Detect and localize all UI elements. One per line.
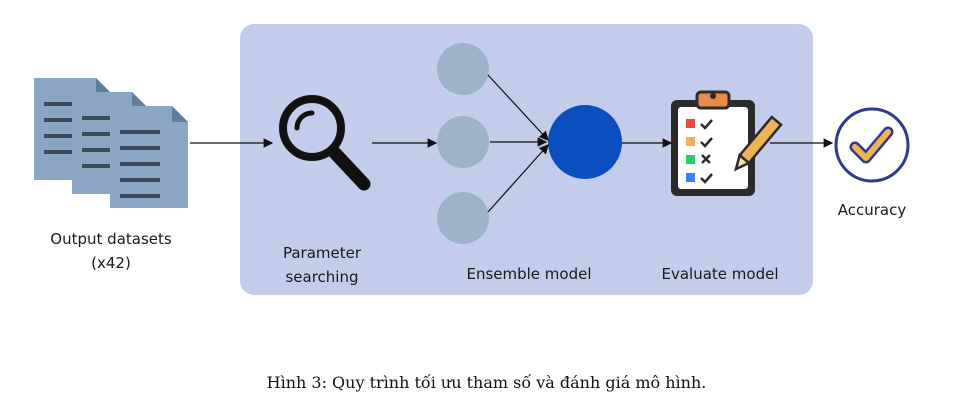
output-datasets-label: Output datasets (x42): [18, 227, 204, 275]
figure-caption: Hình 3: Quy trình tối ưu tham số và đánh…: [266, 373, 707, 392]
ensemble-node-2: [437, 116, 489, 168]
magnifier-icon: [279, 95, 371, 191]
ensemble-node-3: [437, 192, 489, 244]
evaluate-model-label: Evaluate model: [661, 265, 779, 283]
clipboard-checklist-icon: [671, 90, 783, 196]
document-stack-icon: [34, 78, 188, 208]
parameter-searching-line1: Parameter: [282, 244, 362, 262]
checkmark-circle-icon: [834, 107, 910, 183]
ensemble-output-node: [548, 105, 622, 179]
parameter-searching-label: Parameter searching: [262, 241, 382, 289]
ensemble-node-1: [437, 43, 489, 95]
arrow-node1-to-output: [487, 74, 549, 141]
parameter-searching-line2: searching: [285, 268, 359, 286]
output-datasets-title: Output datasets: [50, 230, 172, 248]
ensemble-model-label: Ensemble model: [466, 265, 592, 283]
accuracy-label: Accuracy: [837, 201, 907, 219]
output-datasets-count: (x42): [91, 254, 131, 272]
arrow-node3-to-output: [487, 144, 549, 213]
